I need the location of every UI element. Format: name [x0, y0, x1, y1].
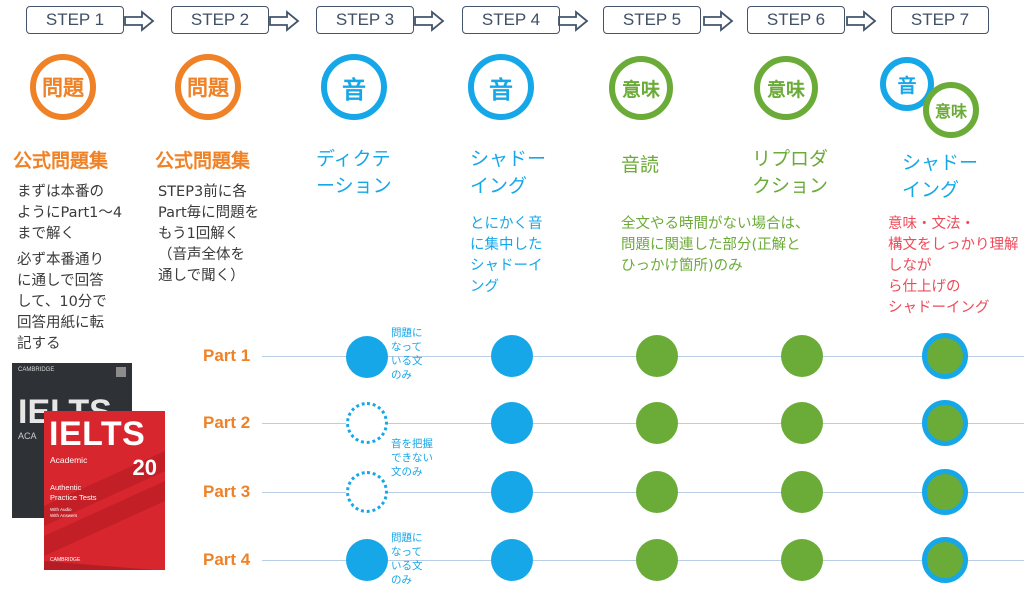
step-1-title: 公式問題集: [13, 150, 109, 172]
step-4-title-line1: シャドー: [470, 148, 547, 170]
part-2-step-6-dot: [781, 402, 823, 444]
step-1-badge: 問題: [30, 54, 96, 120]
part-2-3-dictation-note: 音を把握できない文のみ: [391, 438, 433, 478]
step-2-title: 公式問題集: [155, 150, 251, 172]
step-4-note: とにかく音に集中したシャドーイング: [470, 216, 543, 295]
front-title: IELTS: [49, 415, 146, 453]
part-3-step-3-dot: [346, 471, 388, 513]
part-4-dictation-note: 問題になっている文のみ: [391, 532, 423, 586]
part-4-step-5-dot: [636, 539, 678, 581]
arrow-right-icon: [846, 10, 877, 32]
step-4-box: STEP 4: [462, 6, 560, 34]
arrow-right-icon: [269, 10, 300, 32]
part-1-dictation-note: 問題になっている文のみ: [391, 327, 423, 381]
step-6-title-line1: リプロダ: [752, 148, 829, 170]
part-4-step-3-dot: [346, 539, 388, 581]
step-6-box: STEP 6: [747, 6, 845, 34]
step-3-title-line2: ーション: [316, 175, 392, 197]
part-2-step-4-dot: [491, 402, 533, 444]
part-3-step-4-dot: [491, 471, 533, 513]
step-4-badge: 音: [468, 54, 534, 120]
back-brand-text: CAMBRIDGE: [18, 367, 55, 373]
part-4-step-7-dot: [922, 537, 968, 583]
part-1-label: Part 1: [203, 346, 251, 365]
step-6-badge: 意味: [754, 56, 818, 120]
step-5-6-note: 全文やる時間がない場合は、問題に関連した部分(正解とひっかけ箇所)のみ: [621, 216, 810, 274]
part-2-step-3-dot: [346, 402, 388, 444]
step-1-note-b: 必ず本番通りに通しで回答して、10分で回答用紙に転記する: [17, 252, 107, 352]
step-6-title-line2: クション: [752, 175, 829, 197]
part-2-step-7-dot: [922, 400, 968, 446]
back-subtitle: ACA: [18, 431, 37, 441]
step-5-title: 音読: [621, 154, 660, 176]
part-3-step-5-dot: [636, 471, 678, 513]
step-7-box: STEP 7: [891, 6, 989, 34]
part-1-step-6-dot: [781, 335, 823, 377]
part-3-step-6-dot: [781, 471, 823, 513]
front-edition-number: 20: [132, 455, 157, 480]
step-2-box: STEP 2: [171, 6, 269, 34]
step-7-meaning-badge: 意味: [923, 82, 979, 138]
part-2-step-5-dot: [636, 402, 678, 444]
step-3-box: STEP 3: [316, 6, 414, 34]
part-3-step-7-dot: [922, 469, 968, 515]
arrow-right-icon: [414, 10, 445, 32]
cover-stripes-decoration: [44, 451, 165, 570]
step-1-box: STEP 1: [26, 6, 124, 34]
step-7-sound-badge: 音: [880, 57, 934, 111]
part-1-step-3-dot: [346, 336, 388, 378]
part-1-step-4-dot: [491, 335, 533, 377]
part-4-step-4-dot: [491, 539, 533, 581]
arrow-right-icon: [558, 10, 589, 32]
part-1-step-7-dot: [922, 333, 968, 379]
step-5-box: STEP 5: [603, 6, 701, 34]
step-7-title-line1: シャドー: [902, 152, 979, 174]
step-5-badge: 意味: [609, 56, 673, 120]
step-4-title-line2: イング: [470, 175, 528, 197]
step-7-title-line2: イング: [902, 179, 960, 201]
front-brand-text: CAMBRIDGE: [50, 557, 81, 563]
part-4-label: Part 4: [203, 550, 251, 569]
step-3-badge: 音: [321, 54, 387, 120]
arrow-right-icon: [703, 10, 734, 32]
part-2-label: Part 2: [203, 413, 251, 432]
arrow-right-icon: [124, 10, 155, 32]
part-4-step-6-dot: [781, 539, 823, 581]
part-1-step-5-dot: [636, 335, 678, 377]
step-7-note: 意味・文法・構文をしっかり理解しながら仕上げのシャドーイング: [888, 216, 1019, 316]
front-subtitle: Academic: [50, 455, 88, 465]
crest-icon: [116, 367, 126, 377]
step-2-badge: 問題: [175, 54, 241, 120]
step-3-title-line1: ディクテ: [316, 148, 391, 170]
part-3-label: Part 3: [203, 482, 251, 501]
